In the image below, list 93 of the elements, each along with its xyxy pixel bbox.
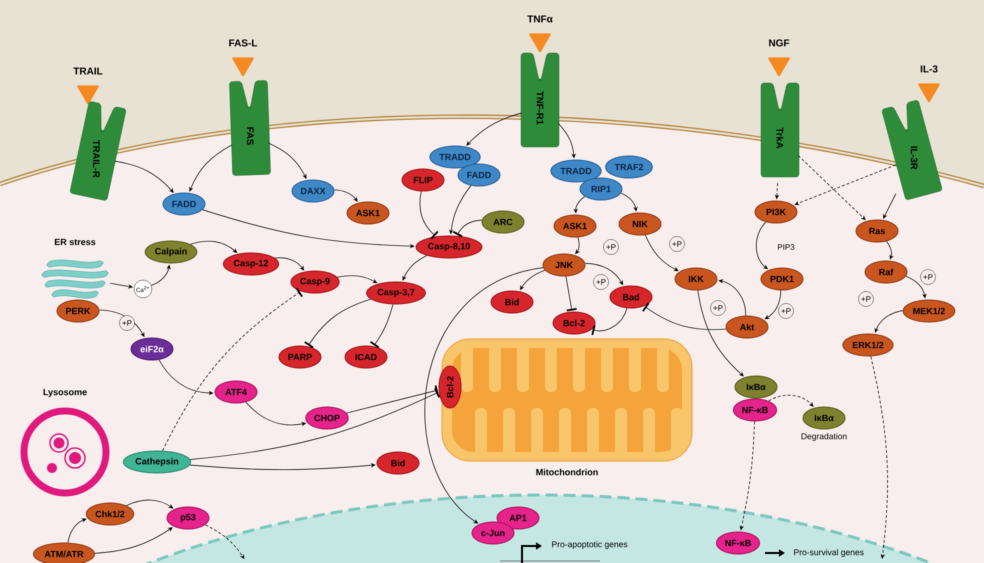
protein-oval: Calpain — [144, 240, 198, 264]
protein-oval: RIP1 — [580, 178, 622, 200]
protein-oval: DAXX — [292, 180, 334, 202]
protein-oval: ATM/ATR — [33, 542, 96, 563]
protein-oval: Casp-9 — [290, 270, 340, 294]
protein-oval: PDK1 — [760, 268, 804, 290]
protein-oval: Akt — [726, 316, 768, 338]
edge-label: +P — [920, 269, 936, 285]
receptor: IL-3R — [882, 100, 942, 200]
inhibition-line — [420, 191, 438, 240]
protein-oval: FADD — [162, 192, 206, 216]
inhibition-line — [642, 302, 726, 330]
inhibition-line — [304, 298, 372, 348]
protein-oval: NF-κB — [732, 398, 778, 422]
gene-label: Pro-apoptotic genes — [552, 541, 628, 549]
protein-oval: NF-κB — [716, 532, 760, 554]
protein-oval: ARC — [482, 210, 524, 234]
node-label: Lysosome — [44, 388, 87, 398]
protein-oval: ATF4 — [214, 380, 258, 404]
protein-oval: ICAD — [344, 346, 388, 368]
protein-oval: MEK1/2 — [902, 300, 956, 322]
protein-oval: Bcl-2 — [552, 312, 596, 334]
protein-oval: Bid — [490, 290, 534, 314]
node-label: NGF — [769, 39, 790, 46]
protein-oval: CHOP — [305, 406, 349, 430]
node-label: Mitochondrion — [536, 468, 598, 476]
protein-oval: TRADD — [550, 160, 602, 182]
ligand: FAS-L — [229, 39, 258, 76]
caption-text: Degradation — [802, 433, 847, 441]
receptor: TrkA — [760, 82, 800, 178]
protein-oval: FADD — [458, 164, 500, 186]
ligand: TNFα — [527, 15, 553, 52]
inhibition-line — [370, 304, 394, 348]
protein-oval: TRADD — [429, 146, 481, 168]
protein-oval: FLIP — [402, 168, 444, 192]
node-label: ER stress — [54, 238, 96, 246]
arrow — [114, 160, 174, 193]
edge-label: +P — [603, 239, 619, 255]
protein-oval: Bid — [376, 452, 420, 474]
ligand: NGF — [768, 39, 790, 76]
arrow — [336, 275, 378, 284]
edge-label: +P — [669, 236, 685, 252]
protein-oval: IκBα — [734, 376, 778, 398]
edge-label: PIP3 — [776, 243, 796, 251]
inhibition-line — [566, 276, 577, 312]
arrow — [883, 193, 896, 219]
lysosome: Lysosome — [20, 388, 110, 496]
protein-oval: Casp-8,10 — [416, 236, 482, 258]
protein-oval: AP1 — [496, 506, 540, 530]
node-label: TNFα — [527, 15, 553, 22]
protein-oval: Cathepsin — [122, 450, 192, 474]
arrow — [424, 267, 544, 524]
protein-oval: Casp-12 — [222, 252, 280, 276]
protein-oval: Raf — [864, 260, 908, 284]
node-label: TRAIL — [73, 68, 102, 74]
protein-oval: p53 — [166, 506, 210, 530]
protein-oval: JNK — [542, 254, 586, 276]
gene-label: Pro-survival genes — [794, 549, 864, 557]
protein-oval: eiF2α — [130, 338, 174, 360]
edge-label: +P — [858, 291, 874, 307]
edge-label: +P — [119, 315, 135, 331]
arrow — [466, 112, 522, 146]
protein-oval: c-Jun — [472, 522, 514, 544]
endoplasmic-reticulum: ER stress — [42, 238, 108, 298]
protein-oval: IKK — [674, 268, 718, 290]
protein-oval: Bcl-2 — [438, 366, 462, 408]
ligand: IL-3 — [918, 65, 940, 102]
receptor: TNF-R1 — [520, 52, 560, 148]
node-label: IL-3 — [920, 65, 938, 72]
protein-oval: Casp-3,7 — [366, 282, 426, 304]
protein-oval: Chk1/2 — [86, 502, 134, 526]
receptor: TRAIL-R — [70, 101, 126, 201]
arrow — [94, 527, 173, 554]
edge-label: +P — [710, 300, 726, 316]
protein-oval: TRAF2 — [605, 156, 653, 178]
protein-oval: PERK — [56, 300, 100, 322]
arrow — [798, 155, 866, 220]
protein-oval: ERK1/2 — [842, 334, 894, 356]
protein-oval: PARP — [278, 346, 322, 368]
edge-label: +P — [593, 274, 609, 290]
protein-oval: PI3K — [754, 200, 798, 224]
protein-oval: NIK — [618, 212, 662, 236]
protein-oval: Bad — [610, 286, 652, 308]
inhibition-line — [162, 288, 303, 452]
arrow — [334, 189, 358, 202]
protein-oval: ASK1 — [346, 202, 390, 224]
protein-oval: IκBα — [802, 406, 846, 430]
receptor: FAS — [229, 80, 271, 176]
arrow — [874, 310, 904, 333]
protein-oval: ASK1 — [554, 214, 596, 238]
protein-oval: Ras — [856, 220, 898, 242]
edge-label: +P — [778, 303, 794, 319]
node-label: FAS-L — [229, 39, 258, 46]
